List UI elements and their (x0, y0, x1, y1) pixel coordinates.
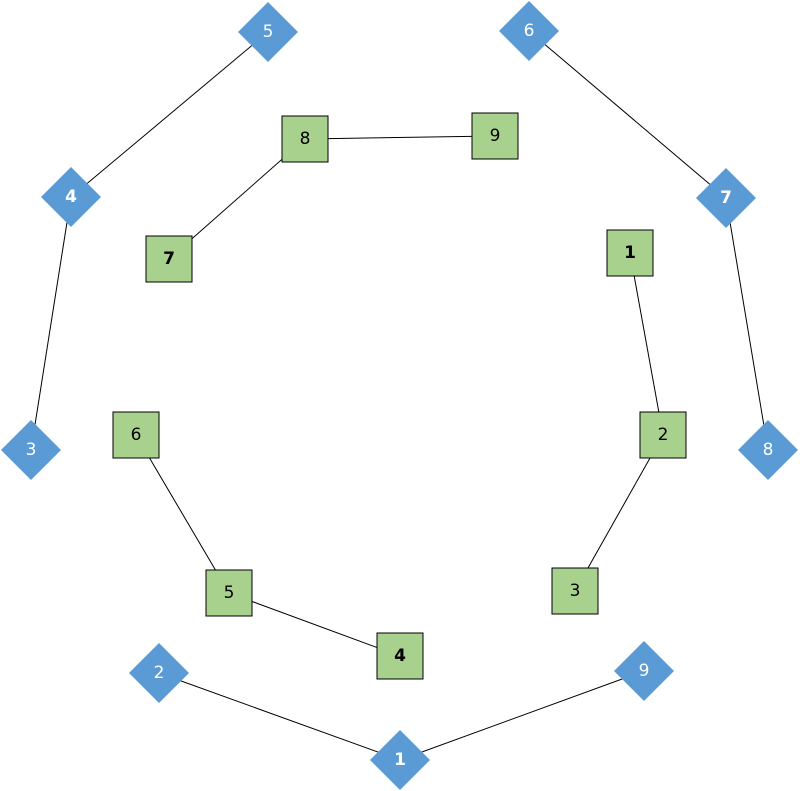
diamond-node-4: 4 (41, 167, 101, 227)
diamond-node-8: 8 (738, 420, 798, 480)
diamond-shape (129, 643, 189, 703)
edge-d3-d4 (30, 196, 72, 451)
square-node-2: 2 (639, 411, 687, 459)
square-shape (606, 229, 654, 277)
square-shape (145, 235, 193, 283)
edge-d6-d7 (528, 30, 727, 199)
diamond-node-9: 9 (614, 641, 674, 701)
square-shape (281, 115, 329, 163)
diamond-node-5-label: 5 (263, 22, 274, 42)
square-node-5: 5 (205, 569, 253, 617)
edge-d2-d1 (158, 672, 401, 761)
diamond-node-8-label: 8 (763, 440, 774, 460)
square-node-6: 6 (112, 411, 160, 459)
diamond-shape (614, 641, 674, 701)
diamond-shape (738, 420, 798, 480)
diamond-node-1-label: 1 (394, 750, 406, 770)
square-shape (205, 569, 253, 617)
diamond-shape (41, 167, 101, 227)
edge-d4-d5 (70, 31, 269, 198)
square-node-7-label: 7 (163, 249, 175, 269)
diamond-shape (370, 730, 430, 790)
square-shape (376, 632, 424, 680)
square-node-1: 1 (606, 229, 654, 277)
square-node-4-label: 4 (394, 646, 406, 666)
edge-s8-s9 (304, 135, 496, 140)
diamond-node-6-label: 6 (524, 21, 535, 41)
square-node-9: 9 (471, 112, 519, 160)
edge-d1-d9 (399, 670, 645, 761)
square-node-4: 4 (376, 632, 424, 680)
square-node-3-label: 3 (570, 581, 581, 601)
edge-s5-s6 (135, 434, 230, 594)
square-node-8-label: 8 (300, 129, 311, 149)
diamond-node-9-label: 9 (639, 661, 650, 681)
square-shape (639, 411, 687, 459)
square-node-6-label: 6 (131, 425, 142, 445)
square-shape (471, 112, 519, 160)
square-node-3: 3 (551, 567, 599, 615)
edge-s1-s2 (629, 252, 664, 436)
diamond-shape (1, 420, 61, 480)
square-node-9-label: 9 (490, 126, 501, 146)
edge-s2-s3 (574, 434, 664, 592)
diamond-node-1: 1 (370, 730, 430, 790)
square-shape (112, 411, 160, 459)
diamond-shape (238, 2, 298, 62)
square-node-2-label: 2 (658, 425, 669, 445)
diamond-node-3-label: 3 (26, 440, 37, 460)
square-node-5-label: 5 (224, 583, 235, 603)
diamond-shape (696, 168, 756, 228)
square-node-1-label: 1 (624, 243, 636, 263)
diamond-node-4-label: 4 (65, 187, 77, 207)
diamond-node-5: 5 (238, 2, 298, 62)
square-node-8: 8 (281, 115, 329, 163)
diamond-node-2-label: 2 (154, 663, 165, 683)
diamond-node-7-label: 7 (720, 188, 732, 208)
square-shape (551, 567, 599, 615)
edge-d7-d8 (725, 197, 769, 451)
square-node-7: 7 (145, 235, 193, 283)
diamond-shape (499, 1, 559, 61)
edge-s4-s5 (228, 592, 401, 657)
diamond-node-2: 2 (129, 643, 189, 703)
diamond-node-6: 6 (499, 1, 559, 61)
diamond-node-3: 3 (1, 420, 61, 480)
diamond-node-7: 7 (696, 168, 756, 228)
